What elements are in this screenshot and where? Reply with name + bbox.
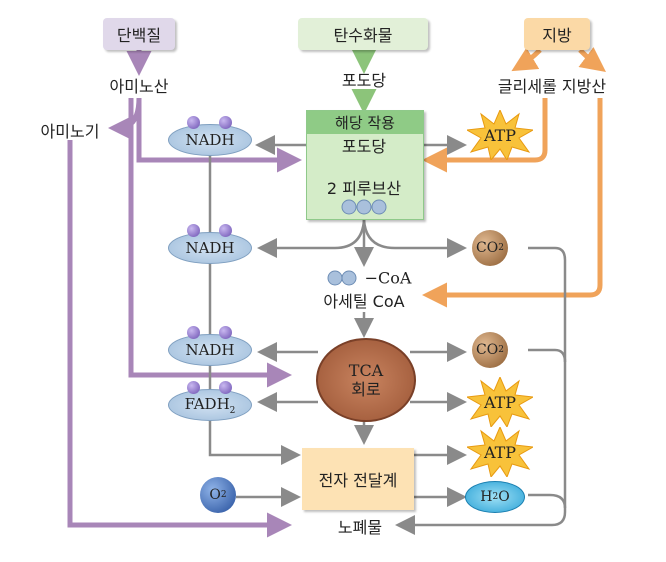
glucose-label: 포도당 [341, 71, 387, 90]
nadh-label: NADH [185, 341, 235, 359]
atp-label: ATP [483, 442, 517, 462]
tca-cycle-label: 회로 [351, 380, 381, 399]
nadh-carrier: NADH [168, 224, 252, 264]
atp-burst: ATP [467, 427, 533, 477]
electron-icon [219, 381, 232, 394]
atp-burst: ATP [467, 110, 533, 160]
carbohydrate-label: 탄수화물 [333, 26, 393, 45]
fadh2-label: FADH2 [185, 395, 236, 416]
atp-label: ATP [483, 392, 517, 412]
electron-icon [219, 326, 232, 339]
co2-sub: 2 [498, 345, 504, 355]
h2o-sub: 2 [492, 492, 499, 502]
waste-label: 노폐물 [337, 518, 383, 537]
electron-icon [187, 224, 200, 237]
atp-label: ATP [483, 125, 517, 145]
protein-paths [67, 50, 302, 538]
glycerol-fatty-acid-label: 글리세롤 지방산 [497, 77, 607, 96]
tca-cycle: TCA 회로 [316, 338, 416, 422]
fadh2-carrier: FADH2 [168, 381, 252, 421]
pyruvate-label: 2 피루브산 [326, 179, 402, 198]
co2-base: CO [476, 342, 499, 358]
glycolysis-title: 해당 작용 [307, 111, 423, 134]
electron-icon [187, 326, 200, 339]
glycolysis-glucose: 포도당 [341, 137, 387, 156]
fadh2-sub: 2 [229, 405, 236, 416]
electron-icon [219, 224, 232, 237]
protein-box: 단백질 [103, 18, 175, 50]
electron-icon [219, 116, 232, 129]
tca-label: TCA [348, 361, 384, 380]
nadh-label: NADH [185, 131, 235, 149]
electron-transport-box: 전자 전달계 [302, 448, 414, 510]
protein-label: 단백질 [116, 26, 162, 45]
starburst-icon [467, 110, 533, 160]
electron-icon [187, 116, 200, 129]
acetyl-coa-label: 아세틸 CoA [323, 292, 405, 311]
co2-sub: 2 [498, 243, 504, 253]
pyruvate-carbons-icon [341, 199, 387, 215]
h2o-h: H [480, 489, 493, 505]
o2-sub: 2 [220, 490, 227, 500]
starburst-icon [467, 377, 533, 427]
fat-box: 지방 [524, 18, 590, 50]
fadh2-base: FADH [184, 394, 230, 413]
electron-icon [187, 381, 200, 394]
o2-base: O [209, 487, 221, 503]
nadh-label: NADH [185, 239, 235, 257]
starburst-icon [467, 427, 533, 477]
glycolysis-box: 해당 작용 [306, 110, 424, 220]
nadh-carrier: NADH [168, 326, 252, 366]
coa-label: −CoA [364, 268, 412, 288]
nadh-carrier: NADH [168, 116, 252, 156]
atp-burst: ATP [467, 377, 533, 427]
acetyl-carbons-icon [327, 270, 357, 286]
amino-group-label: 아미노기 [40, 122, 100, 141]
electron-transport-label: 전자 전달계 [318, 471, 398, 490]
h2o-o: O [498, 489, 510, 505]
fat-paths [422, 46, 606, 308]
fat-label: 지방 [542, 26, 572, 45]
amino-acid-label: 아미노산 [109, 77, 169, 96]
carbohydrate-box: 탄수화물 [298, 18, 428, 50]
co2-base: CO [476, 240, 499, 256]
